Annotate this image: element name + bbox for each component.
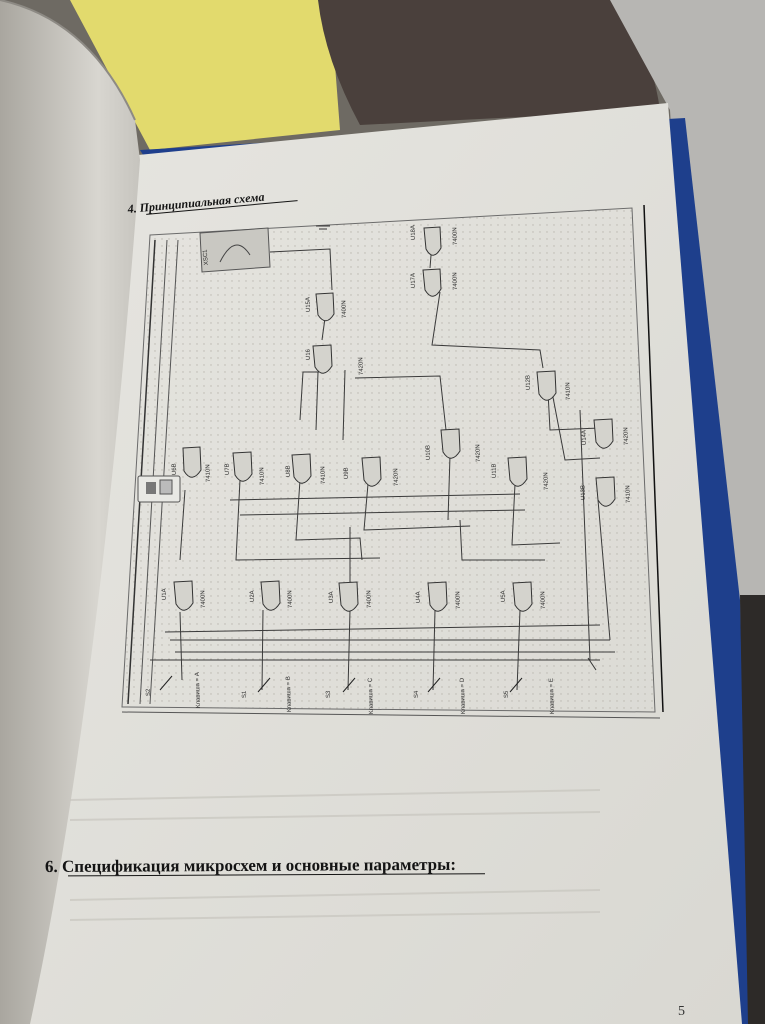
svg-text:7400N: 7400N (540, 591, 547, 609)
svg-text:Клавиша = B: Клавиша = B (286, 676, 293, 712)
svg-text:7420N: 7420N (358, 357, 365, 375)
svg-text:S1: S1 (242, 690, 248, 698)
svg-text:7410N: 7410N (320, 466, 327, 484)
chair-back (318, 0, 660, 125)
svg-text:S2: S2 (146, 688, 152, 696)
switch-s3: S3 Клавиша = C (326, 677, 375, 714)
gate-u14a: U14A 7420N (581, 418, 630, 449)
gate-u4a: U4A 7400N (416, 581, 462, 612)
page-number: 5 (678, 1004, 685, 1019)
svg-text:U13B: U13B (580, 485, 587, 500)
svg-text:S4: S4 (414, 690, 420, 698)
switch-s1: S1 Клавиша = B (242, 676, 293, 712)
section-6-title: 6. Спецификация микросхем и основные пар… (45, 855, 486, 877)
gate-u8b: U8B 7410N (286, 453, 327, 484)
svg-text:U8B: U8B (286, 465, 292, 477)
svg-text:U18A: U18A (410, 225, 417, 240)
svg-text:7420N: 7420N (475, 444, 482, 462)
gate-u13b: U13B 7410N (580, 476, 632, 507)
switch-s5: S5 Клавиша = E (504, 677, 556, 714)
svg-text:7400N: 7400N (366, 590, 373, 608)
oscilloscope-xsc1: XSC1 (199, 227, 271, 273)
svg-text:U10B: U10B (425, 445, 432, 460)
gate-u11b: U11B 7420N (491, 456, 550, 490)
svg-text:U1A: U1A (162, 588, 168, 600)
svg-text:7400N: 7400N (287, 590, 294, 608)
left-curled-page (0, 0, 140, 1024)
svg-text:Клавиша = D: Клавиша = D (460, 677, 467, 714)
svg-text:7410N: 7410N (625, 485, 632, 503)
svg-text:7420N: 7420N (393, 468, 400, 486)
middle-gates: U6B 7410N U7B 7410N U8B 7410N U9B 7420N … (172, 370, 632, 507)
svg-text:XSC1: XSC1 (203, 249, 210, 266)
svg-text:U3A: U3A (329, 591, 335, 603)
svg-text:U9B: U9B (344, 467, 350, 479)
gate-u17a: U17A 7400N (410, 268, 459, 297)
gate-u16: U16 7420N (306, 344, 365, 375)
svg-text:7410N: 7410N (565, 382, 572, 400)
svg-text:7400N: 7400N (455, 591, 462, 609)
svg-text:U4A: U4A (416, 591, 422, 603)
svg-text:U17A: U17A (410, 273, 417, 288)
svg-text:U5A: U5A (501, 590, 507, 602)
gate-u3a: U3A 7400N (329, 581, 373, 612)
gate-u6b: U6B 7410N (172, 446, 212, 482)
bleed-through-text (69, 789, 601, 921)
svg-text:Клавиша = A: Клавиша = A (195, 672, 202, 708)
yellow-paper (70, 0, 340, 150)
svg-text:U7B: U7B (225, 463, 231, 475)
switch-s4: S4 Клавиша = D (414, 677, 467, 714)
switches: S2 Клавиша = A S1 Клавиша = B S3 Клавиша… (146, 672, 556, 714)
dark-right-edge (740, 595, 765, 1024)
gate-u1a: U1A 7400N (162, 580, 207, 611)
svg-text:S5: S5 (504, 690, 510, 698)
gate-u10b: U10B 7420N (425, 428, 482, 462)
svg-text:Клавиша = C: Клавиша = C (368, 677, 375, 714)
svg-text:U2A: U2A (250, 590, 256, 602)
gate-u15a: U15A 7400N (305, 292, 348, 322)
schematic-grid (122, 208, 655, 712)
svg-text:7410N: 7410N (205, 464, 212, 482)
switch-s2: S2 Клавиша = A (146, 672, 202, 708)
bottom-gates: U1A 7400N U2A 7400N U3A 7400N U4A 7400N … (162, 580, 547, 612)
svg-text:U16: U16 (306, 348, 312, 360)
svg-text:7400N: 7400N (452, 272, 459, 290)
svg-text:U12B: U12B (525, 375, 532, 390)
gate-u9b: U9B 7420N (344, 456, 400, 487)
svg-text:7410N: 7410N (259, 467, 266, 485)
svg-text:7420N: 7420N (623, 427, 630, 445)
gate-u5a: U5A 7400N (501, 581, 547, 612)
svg-text:S3: S3 (326, 690, 332, 698)
svg-text:7400N: 7400N (452, 227, 459, 245)
svg-text:7400N: 7400N (200, 590, 207, 608)
gate-u12b: U12B 7410N (525, 370, 572, 401)
svg-text:U11B: U11B (491, 463, 498, 478)
gate-u2a: U2A 7400N (250, 580, 294, 611)
svg-text:7420N: 7420N (543, 472, 550, 490)
top-gates: U18A 7400N U17A 7400N U15A 7400N U16 742… (305, 225, 459, 375)
svg-text:Клавиша = E: Клавиша = E (549, 678, 556, 714)
svg-text:U6B: U6B (172, 463, 178, 475)
svg-text:U14A: U14A (581, 430, 588, 445)
svg-text:7400N: 7400N (341, 300, 348, 318)
schematic-diagram: XSC1 (121, 204, 664, 719)
gate-u18a: U18A 7400N (410, 225, 459, 256)
svg-text:6. Спецификация микросхем и о: 6. Спецификация микросхем и основные пар… (45, 855, 456, 876)
gate-u7b: U7B 7410N (225, 451, 266, 485)
binder-clip (137, 475, 181, 503)
svg-text:U15A: U15A (305, 297, 312, 312)
